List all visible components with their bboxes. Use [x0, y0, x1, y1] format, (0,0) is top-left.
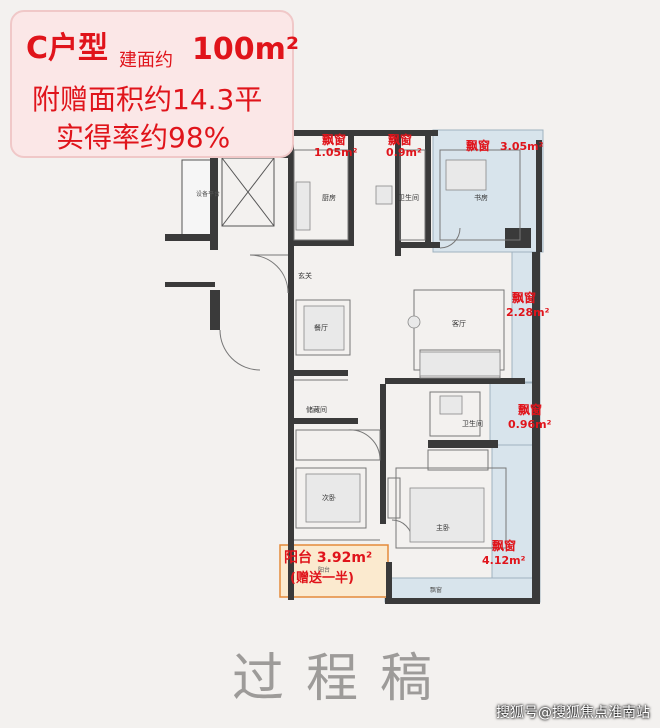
balcony-title: 阳台 3.92m²: [284, 549, 372, 566]
room-label-equipment: 设备平台: [196, 190, 220, 198]
room-label-entry: 玄关: [298, 271, 312, 280]
dining-table: [303, 305, 345, 351]
bay-window-2-area: 0.9m²: [386, 146, 422, 159]
bay-window-6-title: 飘窗: [492, 538, 516, 553]
master-bed: [409, 487, 485, 543]
room-label-bathroom-mid: 卫生间: [462, 419, 483, 428]
room-label-dining: 餐厅: [314, 323, 328, 332]
unit-type: C户型: [26, 31, 109, 66]
room-label-bay-window: 飘窗: [430, 586, 442, 594]
thin-walls: [219, 149, 521, 549]
bay-window-2-title: 飘窗: [388, 132, 412, 147]
bay-window-1-title: 飘窗: [322, 132, 346, 147]
balcony-note: (赠送一半): [290, 570, 354, 586]
kitchen-counter: [295, 181, 311, 231]
room-label-living: 客厅: [452, 319, 466, 328]
sofa: [419, 351, 501, 377]
room-label-bathroom-top: 卫生间: [398, 193, 419, 202]
furniture: [295, 159, 501, 543]
room-label-kitchen: 厨房: [322, 193, 336, 202]
living-armchair: [407, 315, 421, 329]
toilet-top: [375, 185, 393, 205]
bay-window-6-area: 4.12m²: [482, 554, 526, 567]
source-credit: 搜狐号@搜狐焦点淮南站: [496, 705, 650, 721]
second-bed: [305, 473, 361, 523]
efficiency-rate: 实得率约98%: [56, 121, 231, 154]
bay-window-1-area: 1.05m²: [314, 146, 358, 159]
balcony-area: [279, 544, 389, 598]
room-label-second-bedroom: 次卧: [322, 493, 336, 502]
toilet-mid: [439, 395, 463, 415]
room-label-storage: 储藏间: [306, 405, 327, 414]
equipment-block: [181, 157, 275, 241]
headline-card: C户型 建面约 100m² 附赠面积约14.3平 实得率约98%: [10, 10, 299, 158]
bay-window-3-title: 飘窗: [466, 138, 490, 153]
built-area-label: 建面约: [119, 50, 173, 71]
bonus-area: 附赠面积约14.3平: [32, 83, 263, 116]
walls: [165, 130, 542, 604]
draft-watermark: 过程稿: [232, 649, 455, 709]
room-label-master-bedroom: 主卧: [436, 523, 450, 532]
room-label-study: 书房: [474, 193, 488, 202]
bay-window-3-area: 3.05m²: [500, 140, 544, 153]
built-area-value: 100m²: [192, 32, 300, 67]
room-label-balcony: 阳台: [318, 566, 330, 574]
bay-window-5-title: 飘窗: [518, 402, 542, 417]
bay-window-4-area: 2.28m²: [506, 306, 550, 319]
bay-window-4-title: 飘窗: [512, 290, 536, 305]
bay-window-5-area: 0.96m²: [508, 418, 552, 431]
study-desk: [445, 159, 487, 191]
